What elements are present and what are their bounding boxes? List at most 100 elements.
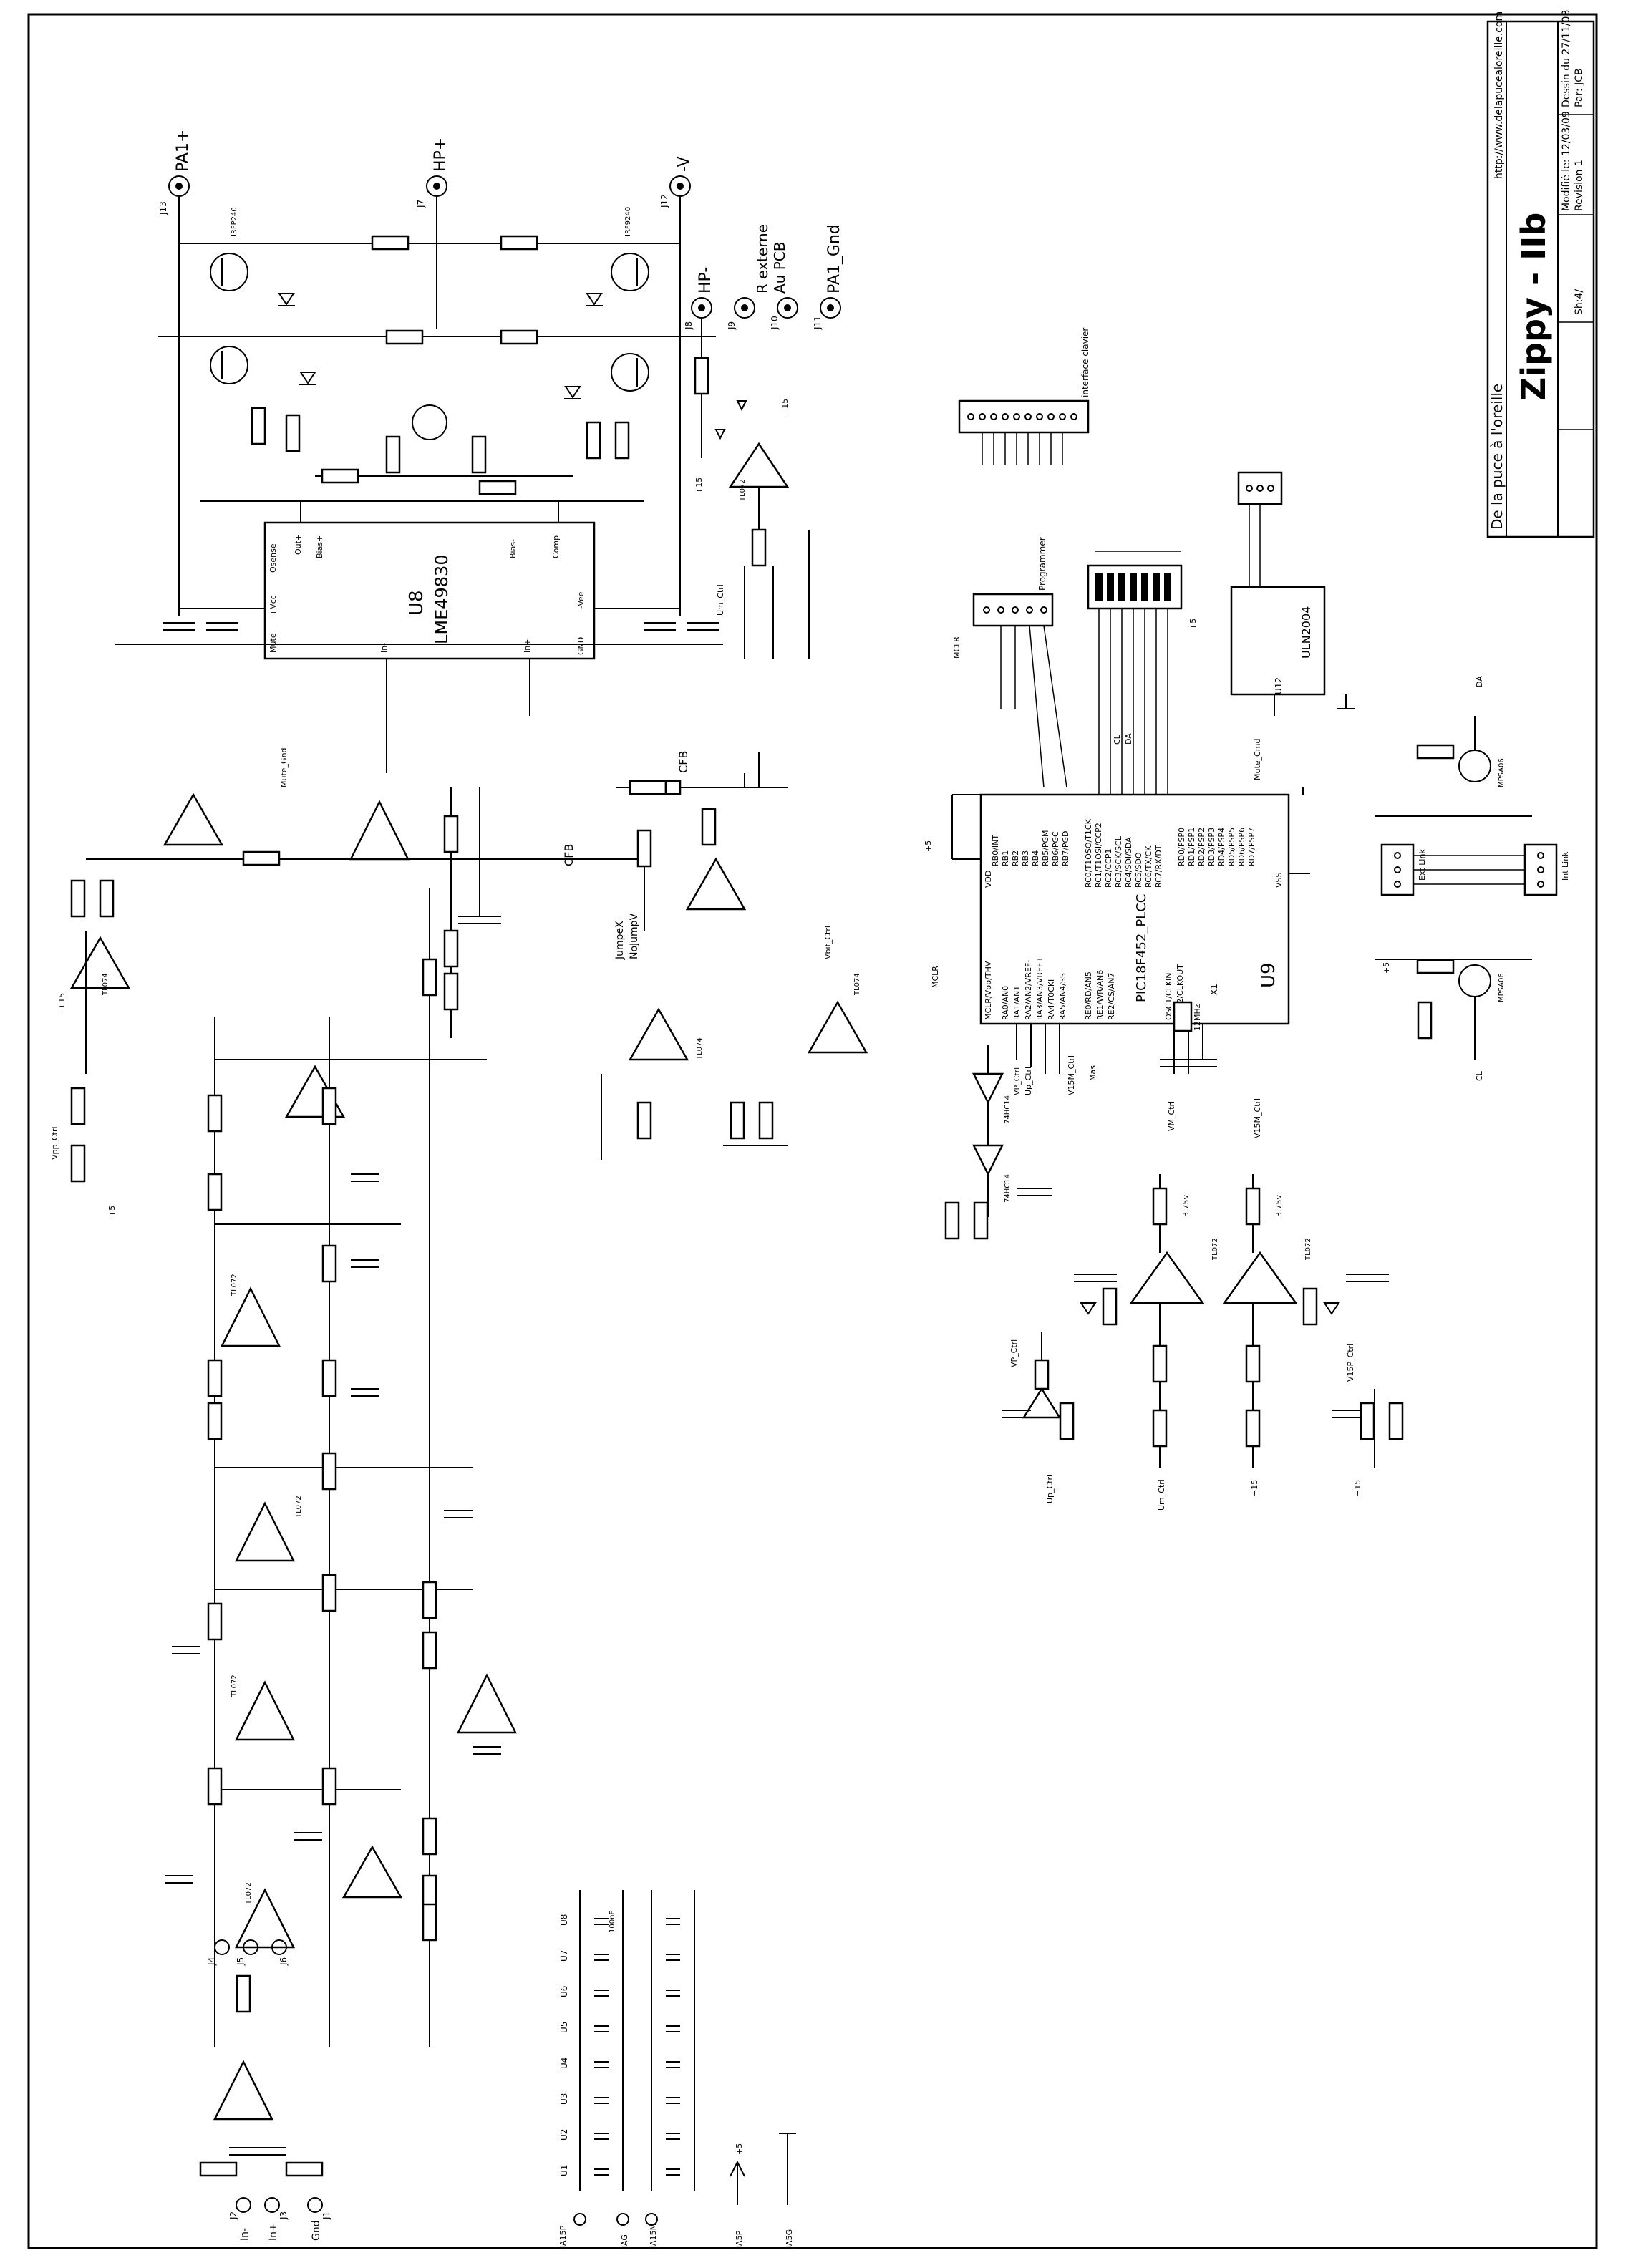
title-by: Par: JCB [1574, 68, 1585, 107]
label-ja5g: JA5G [785, 2229, 794, 2249]
u9-pin-rc6: RC6/TX/CK [1144, 845, 1153, 888]
label-um-ctrl-a: Um_Ctrl [716, 584, 725, 616]
u9-pin-rb4: RB4 [1031, 850, 1040, 866]
label-cl: CL [1113, 734, 1122, 745]
output-connectors: PA1+ HP+ -V HP- R externe Au PCB PA1_Gnd… [158, 130, 843, 330]
u12-part: ULN2004 [1299, 606, 1313, 659]
decoupling-bank: U8 U7 U6 U5 U4 U3 U2 U1 100nF JA15P JAG … [558, 1890, 796, 2249]
label-tl074-u7b: TL074 [853, 973, 861, 996]
label-jumpex: JumpeX [614, 921, 626, 960]
u8-pin-bias-plus: Bias+ [315, 536, 324, 558]
title-modified: Modifié le: 12/03/09 [1561, 111, 1572, 211]
j15-pins [967, 413, 1077, 420]
label-mpsa06-q7: MPSA06 [1498, 758, 1506, 788]
label-ja5p: JA5P [735, 2230, 744, 2249]
label-j13: J13 [158, 201, 168, 215]
u9-pin-osc1: OSC1/CLKIN [1164, 972, 1173, 1020]
u9-pin-rb3: RB3 [1021, 850, 1030, 866]
label-da-link: DA [1475, 676, 1484, 687]
label-mute-cmd: Mute_Cmd [1253, 739, 1262, 780]
sheet-frame [27, 13, 1598, 2249]
label-tl072-u6b: TL072 [739, 479, 747, 502]
label-j4: J4 [207, 1957, 217, 1966]
u9-left-pins: MCLR/Vpp/THV RA0/AN0 RA1/AN1 RA2/AN2/VRE… [984, 956, 1185, 1020]
u9-pin-rb6: RB6/PGC [1051, 831, 1060, 866]
label-v15m-ctrl-a: V15M_Ctrl [1067, 1055, 1076, 1095]
input-connectors: In- In+ Gnd J2 J3 J1 J4 J5 J6 [207, 1939, 331, 2241]
label-vpp-ctrl: Vpp_Ctrl [50, 1126, 59, 1160]
label-j10: J10 [770, 316, 780, 330]
label-nojump: NoJumpV [629, 913, 640, 959]
decoupling-cap-value: 100nF [609, 1911, 616, 1933]
u9-pin-rd4: RD4/PSP4 [1217, 828, 1226, 866]
label-p5-pic: +5 [924, 840, 933, 852]
label-r-externe: R externe [754, 224, 771, 294]
label-vminus: -V [675, 156, 693, 172]
label-vp-ctrl-a: VP_Ctrl [1012, 1067, 1022, 1095]
u8-pin-mute: Mute [268, 633, 278, 653]
sw1-wires [1098, 609, 1168, 795]
u8-pin-gnd: GND [576, 637, 586, 655]
label-interface-clavier: interface clavier [1080, 328, 1090, 397]
decoupling-u4: U4 [559, 2058, 569, 2069]
label-cfb-b: CFB [562, 844, 576, 866]
label-v15p-ctrl: V15P_Ctrl [1346, 1344, 1355, 1382]
transistor-q1 [412, 404, 447, 440]
label-ja15m: JA15M [649, 2224, 658, 2249]
u9-pin-rc1: RC1/T1OSI/CCP2 [1094, 823, 1103, 888]
label-v375-b: 3.75v [1274, 1195, 1284, 1217]
u9-pin-vdd-a: VDD [984, 871, 993, 888]
label-j11: J11 [813, 316, 823, 330]
hp-feedback: TL072 Um_Ctrl +15 +15 [694, 318, 810, 788]
u9-pin-ra0: RA0/AN0 [1001, 986, 1010, 1020]
label-mas: Mas [1088, 1065, 1098, 1081]
label-au-pcb: Au PCB [771, 242, 788, 294]
label-p5-link: +5 [1382, 962, 1391, 974]
mosfet-q5 [611, 253, 649, 291]
title-org: De la puce à l'oreille [1488, 384, 1506, 530]
label-tl072-u10a: TL072 [1304, 1238, 1312, 1261]
u9-pin-re1: RE1/WR/AN6 [1095, 970, 1105, 1020]
u8-pin-vcc: +Vcc [268, 595, 278, 616]
label-tl074-u7c: TL074 [696, 1037, 704, 1060]
decoupling-u2: U2 [559, 2129, 569, 2141]
mosfet-q3 [210, 253, 248, 291]
label-v375-a: 3.75v [1181, 1195, 1191, 1217]
j15-wires [982, 432, 1063, 465]
u8-ref: U8 [406, 590, 427, 616]
header-j14: Programmer MCLR [952, 537, 1067, 788]
chip-u8: U8 LME49830 Osense Out+ Bias+ Bias- Comp… [179, 501, 680, 773]
label-cfb-a: CFB [677, 751, 690, 773]
label-tl072-u4a: TL072 [295, 1496, 303, 1518]
label-tl072-u10b: TL072 [1211, 1238, 1219, 1261]
u9-pin-rd3: RD3/PSP3 [1207, 828, 1216, 866]
label-j8: J8 [684, 321, 694, 330]
label-pa1-gnd: PA1_Gnd [825, 224, 843, 294]
u9-pin-re0: RE0/RD/AN5 [1084, 971, 1093, 1020]
u8-pin-osense: Osense [268, 543, 278, 573]
u9-pin-mclr: MCLR/Vpp/THV [984, 961, 993, 1020]
label-in-minus: In- [239, 2228, 251, 2241]
label-hpplus: HP+ [432, 137, 450, 172]
label-tl074-u7a: TL074 [102, 973, 110, 996]
u8-pin-inm: In- [379, 643, 389, 653]
decoupling-u3: U3 [559, 2093, 569, 2105]
decoupling-u7: U7 [559, 1950, 569, 1962]
u9-pin-rc0: RC0/T1OSO/T1CKI [1084, 817, 1093, 888]
label-p15-d10: +15 [780, 399, 790, 415]
label-j7: J7 [416, 200, 426, 208]
decoupling-caps [594, 1918, 680, 2176]
link-section: Ext Link Int Link MPSA06 MPSA06 DA CL +5 [1375, 676, 1570, 1081]
label-up-ctrl-b: Up_Ctrl [1045, 1475, 1055, 1503]
label-hpminus: HP- [697, 267, 714, 294]
mosfet-q4 [611, 353, 649, 392]
label-j3: J3 [278, 2211, 289, 2220]
label-gnd-in: Gnd [311, 2220, 322, 2241]
label-vbit-ctrl: Vbit_Ctrl [823, 926, 833, 959]
label-programmer: Programmer [1037, 537, 1047, 591]
label-v15m-ctrl-b: V15M_Ctrl [1253, 1098, 1262, 1138]
title-url: http://www.delapucealoreille.com [1493, 11, 1505, 179]
u9-pin-rb2: RB2 [1011, 850, 1020, 866]
label-p15-v15p: +15 [1353, 1480, 1362, 1496]
label-tl072-u2a: TL072 [245, 1882, 253, 1905]
